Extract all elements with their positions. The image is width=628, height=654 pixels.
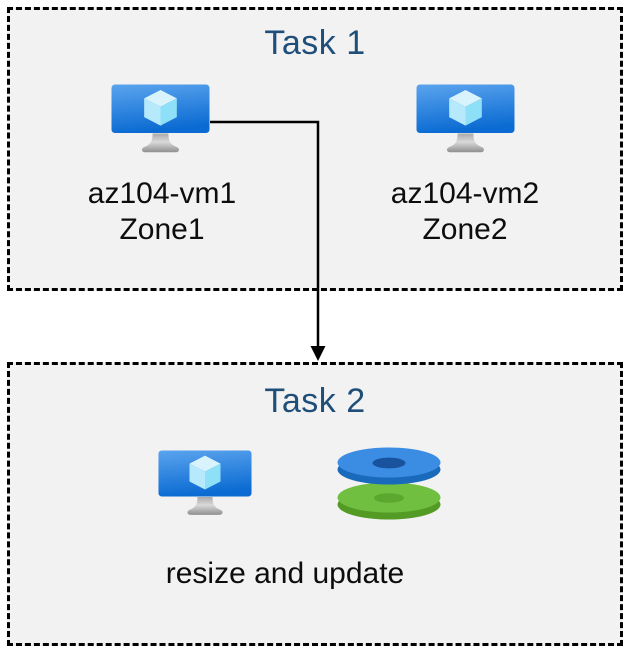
task2-box [7, 362, 623, 646]
task2-caption: resize and update [165, 557, 405, 590]
vm2-name: az104-vm2 [390, 177, 540, 210]
vm2-zone: Zone2 [422, 213, 508, 246]
vm1-zone: Zone1 [119, 213, 205, 246]
virtual-machine-icon [111, 84, 210, 153]
vm2-label: az104-vm2 Zone2 [315, 176, 615, 248]
virtual-machine-icon [416, 84, 515, 153]
task2-title: Task 2 [264, 382, 366, 420]
virtual-machine-icon [158, 450, 252, 515]
vm1-name: az104-vm1 [87, 177, 237, 210]
task1-title: Task 1 [264, 24, 366, 62]
managed-disks-icon [337, 447, 441, 520]
vm1-label: az104-vm1 Zone1 [12, 176, 312, 248]
